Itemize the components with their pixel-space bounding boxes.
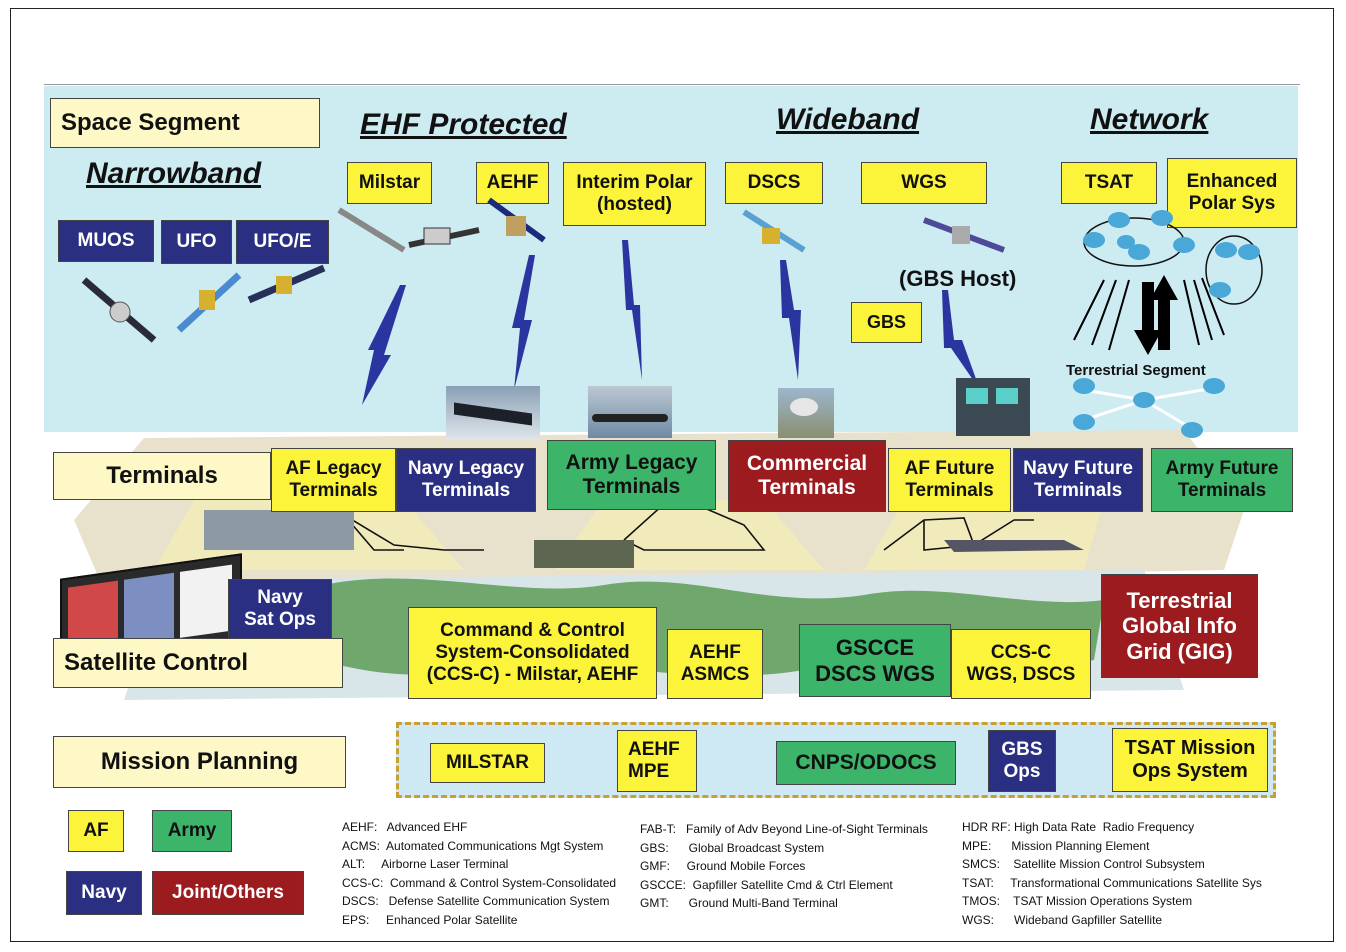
ufo-satellite-icon	[176, 272, 242, 333]
muos-satellite-icon	[81, 277, 157, 343]
af-future-terminals-box: AF Future Terminals	[888, 448, 1011, 512]
legend-af: AF	[68, 810, 124, 852]
navy-legacy-terminals-box: Navy Legacy Terminals	[396, 448, 536, 512]
terrestrial-network-icon	[1073, 210, 1263, 438]
bomber-photo	[446, 386, 540, 440]
network-header: Network	[1090, 103, 1209, 136]
diagram-frame	[10, 8, 1334, 942]
af-legacy-terminals-box: AF Legacy Terminals	[271, 448, 396, 512]
satellite-control-label: Satellite Control	[53, 638, 343, 688]
dscs-box: DSCS	[725, 162, 823, 204]
dish-photo	[778, 388, 834, 438]
terrestrial-gig-box: Terrestrial Global Info Grid (GIG)	[1101, 574, 1258, 678]
navy-sat-ops-box: Navy Sat Ops	[228, 579, 332, 639]
ship-image	[204, 510, 354, 550]
terminals-label: Terminals	[53, 452, 271, 500]
gbs-ops-box: GBS Ops	[988, 730, 1056, 792]
army-future-terminals-box: Army Future Terminals	[1151, 448, 1293, 512]
legend-navy: Navy	[66, 871, 142, 915]
space-segment-label: Space Segment	[50, 98, 320, 148]
space-graphics	[81, 197, 1263, 438]
wgs-box: WGS	[861, 162, 987, 204]
wideband-header: Wideband	[776, 103, 920, 136]
ufo-e-satellite-icon	[247, 264, 326, 304]
tsat-box: TSAT	[1061, 162, 1157, 204]
gbs-box: GBS	[851, 302, 922, 343]
narrowband-header: Narrowband	[86, 157, 262, 190]
aehf-satellite-icon	[487, 197, 546, 243]
ccs-c-wgs-dscs-box: CCS-C WGS, DSCS	[951, 629, 1091, 699]
enhanced-polar-box: Enhanced Polar Sys	[1167, 158, 1297, 228]
mission-planning-label: Mission Planning	[53, 736, 346, 788]
ehf-protected-header: EHF Protected	[360, 108, 567, 141]
humvee-image	[534, 540, 634, 568]
milstar-planning-box: MILSTAR	[430, 743, 545, 783]
aehf-asmcs-box: AEHF ASMCS	[667, 629, 763, 699]
commercial-terminals-box: Commercial Terminals	[728, 440, 886, 512]
submarine-photo	[588, 386, 672, 438]
aehf-mpe-box: AEHF MPE	[617, 730, 697, 792]
aircraft-image	[944, 540, 1084, 552]
top-rule	[44, 84, 1300, 85]
tsat-mission-ops-box: TSAT Mission Ops System	[1112, 728, 1268, 792]
ufo-e-box: UFO/E	[236, 220, 329, 264]
wgs-satellite-icon	[922, 217, 1006, 253]
army-legacy-terminals-box: Army Legacy Terminals	[547, 440, 716, 510]
milstar-satellite-icon	[337, 207, 480, 253]
ufo-box: UFO	[161, 220, 232, 264]
acronym-list-1: AEHF: Advanced EHF ACMS: Automated Commu…	[342, 820, 617, 927]
ccs-c-milstar-aehf-box: Command & Control System-Consolidated (C…	[408, 607, 657, 699]
muos-box: MUOS	[58, 220, 154, 262]
coverage-cone-3	[864, 500, 1104, 570]
interim-polar-box: Interim Polar (hosted)	[563, 162, 706, 226]
legend-joint-others: Joint/Others	[152, 871, 304, 915]
milstar-box: Milstar	[347, 162, 432, 204]
gbs-host-label: (GBS Host)	[899, 266, 1017, 291]
ops-room-photo	[956, 378, 1030, 436]
lightning-bolts	[362, 240, 980, 405]
legend-army: Army	[152, 810, 232, 852]
acronym-list-2: FAB-T: Family of Adv Beyond Line-of-Sigh…	[640, 822, 928, 911]
navy-future-terminals-box: Navy Future Terminals	[1013, 448, 1143, 512]
dscs-satellite-icon	[742, 209, 806, 253]
terrestrial-segment-label: Terrestrial Segment	[1066, 362, 1206, 379]
acronym-list-3: HDR RF: High Data Rate Radio Frequency M…	[962, 820, 1262, 927]
cnps-odocs-box: CNPS/ODOCS	[776, 741, 956, 785]
gscce-dscs-wgs-box: GSCCE DSCS WGS	[799, 624, 951, 697]
aehf-box: AEHF	[476, 162, 549, 204]
